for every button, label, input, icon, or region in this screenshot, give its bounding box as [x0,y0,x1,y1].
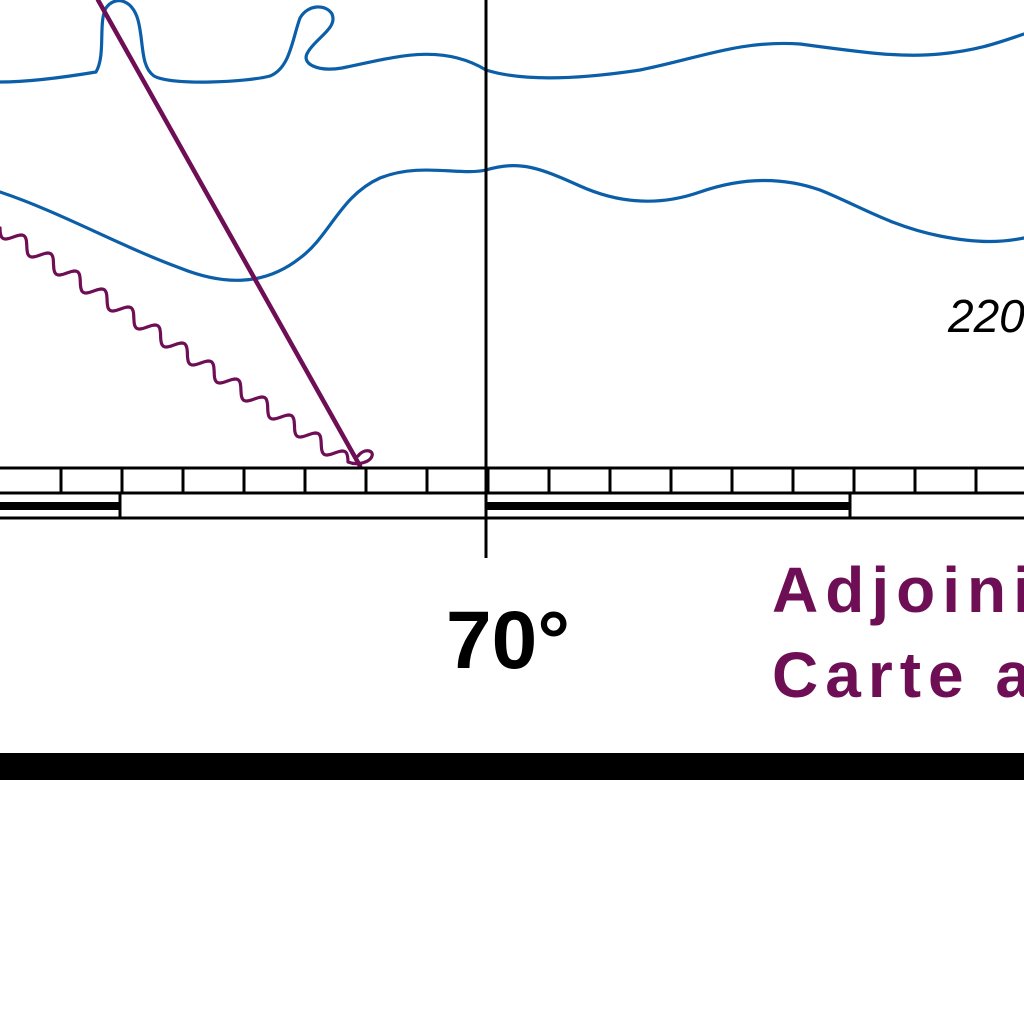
frame-border [0,753,1024,780]
depth-label: 220 [947,290,1024,342]
wavy-boundary-line [0,226,374,466]
depth-contour-upper [0,0,1024,84]
scale-band-left [0,502,120,510]
adjoining-chart-subtitle: Carte a [772,639,1024,711]
limit-line [95,0,363,469]
adjoining-chart-title: Adjoini [772,554,1024,626]
scale-band-center [486,502,850,510]
depth-contour-lower [0,164,1024,282]
border-scale [0,466,1024,520]
meridian-label: 70° [446,595,570,686]
